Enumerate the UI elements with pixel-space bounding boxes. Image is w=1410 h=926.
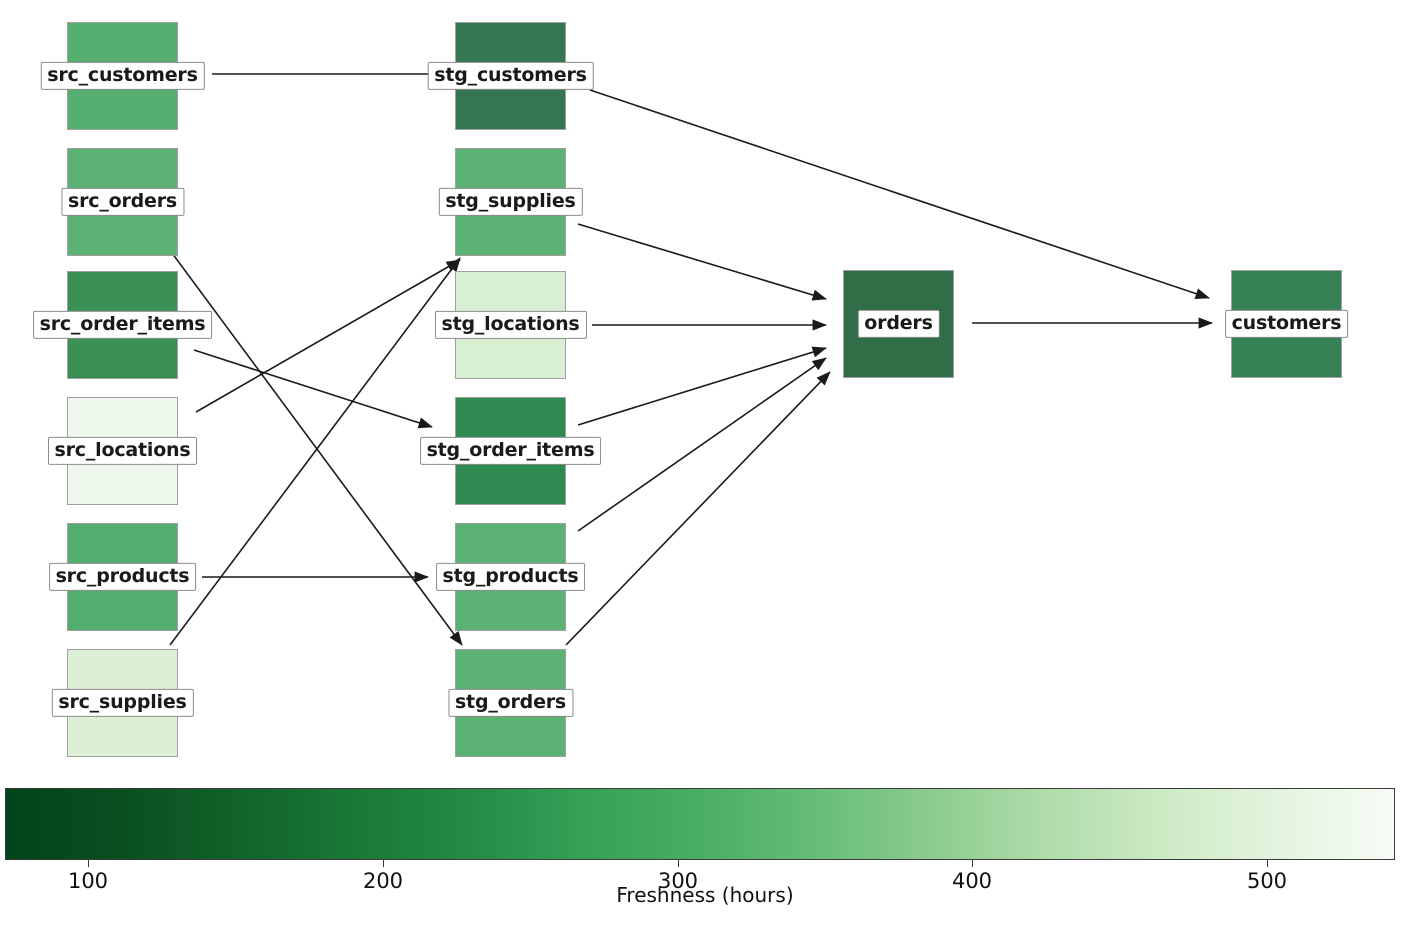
edge-stg_supplies-to-orders [577,223,827,301]
colorbar-tick-label: 100 [67,869,109,893]
edge-src_order_items-to-stg_order_items [193,349,433,429]
colorbar-tick-label: 200 [362,869,404,893]
node-label-customers: customers [1224,309,1349,339]
colorbar-gradient [5,788,1395,860]
node-label-stg_orders: stg_orders [447,688,574,718]
node-label-src_products: src_products [48,562,197,592]
colorbar-tick-mark [1267,860,1268,867]
colorbar-tick-mark [972,860,973,867]
edge-stg_order_items-to-orders [577,346,827,426]
colorbar-tick-label: 500 [1246,869,1288,893]
node-label-src_supplies: src_supplies [51,688,194,718]
colorbar-tick-mark [678,860,679,867]
edge-src_supplies-to-stg_supplies [169,257,461,646]
node-label-src_order_items: src_order_items [32,310,213,340]
node-label-src_customers: src_customers [40,61,205,91]
colorbar-title: Freshness (hours) [616,883,794,907]
node-label-src_locations: src_locations [47,436,198,466]
edge-src_locations-to-stg_locations [195,259,461,413]
node-label-stg_products: stg_products [435,562,586,592]
colorbar-tick-label: 300 [657,869,699,893]
edge-stg_orders-to-orders [565,371,831,646]
node-label-orders: orders [857,309,940,339]
node-label-src_orders: src_orders [60,187,185,217]
edge-stg_customers-to-customers [589,89,1210,300]
node-label-stg_customers: stg_customers [427,61,594,91]
colorbar-tick-mark [88,860,89,867]
node-label-stg_order_items: stg_order_items [419,436,602,466]
edge-stg_products-to-orders [577,357,827,532]
colorbar: 100 200 300 400 500 [5,788,1395,893]
colorbar-tick-mark [383,860,384,867]
colorbar-tick-label: 400 [951,869,993,893]
edge-src_orders-to-stg_orders [171,252,463,646]
node-label-stg_locations: stg_locations [434,310,587,340]
node-label-stg_supplies: stg_supplies [438,187,583,217]
